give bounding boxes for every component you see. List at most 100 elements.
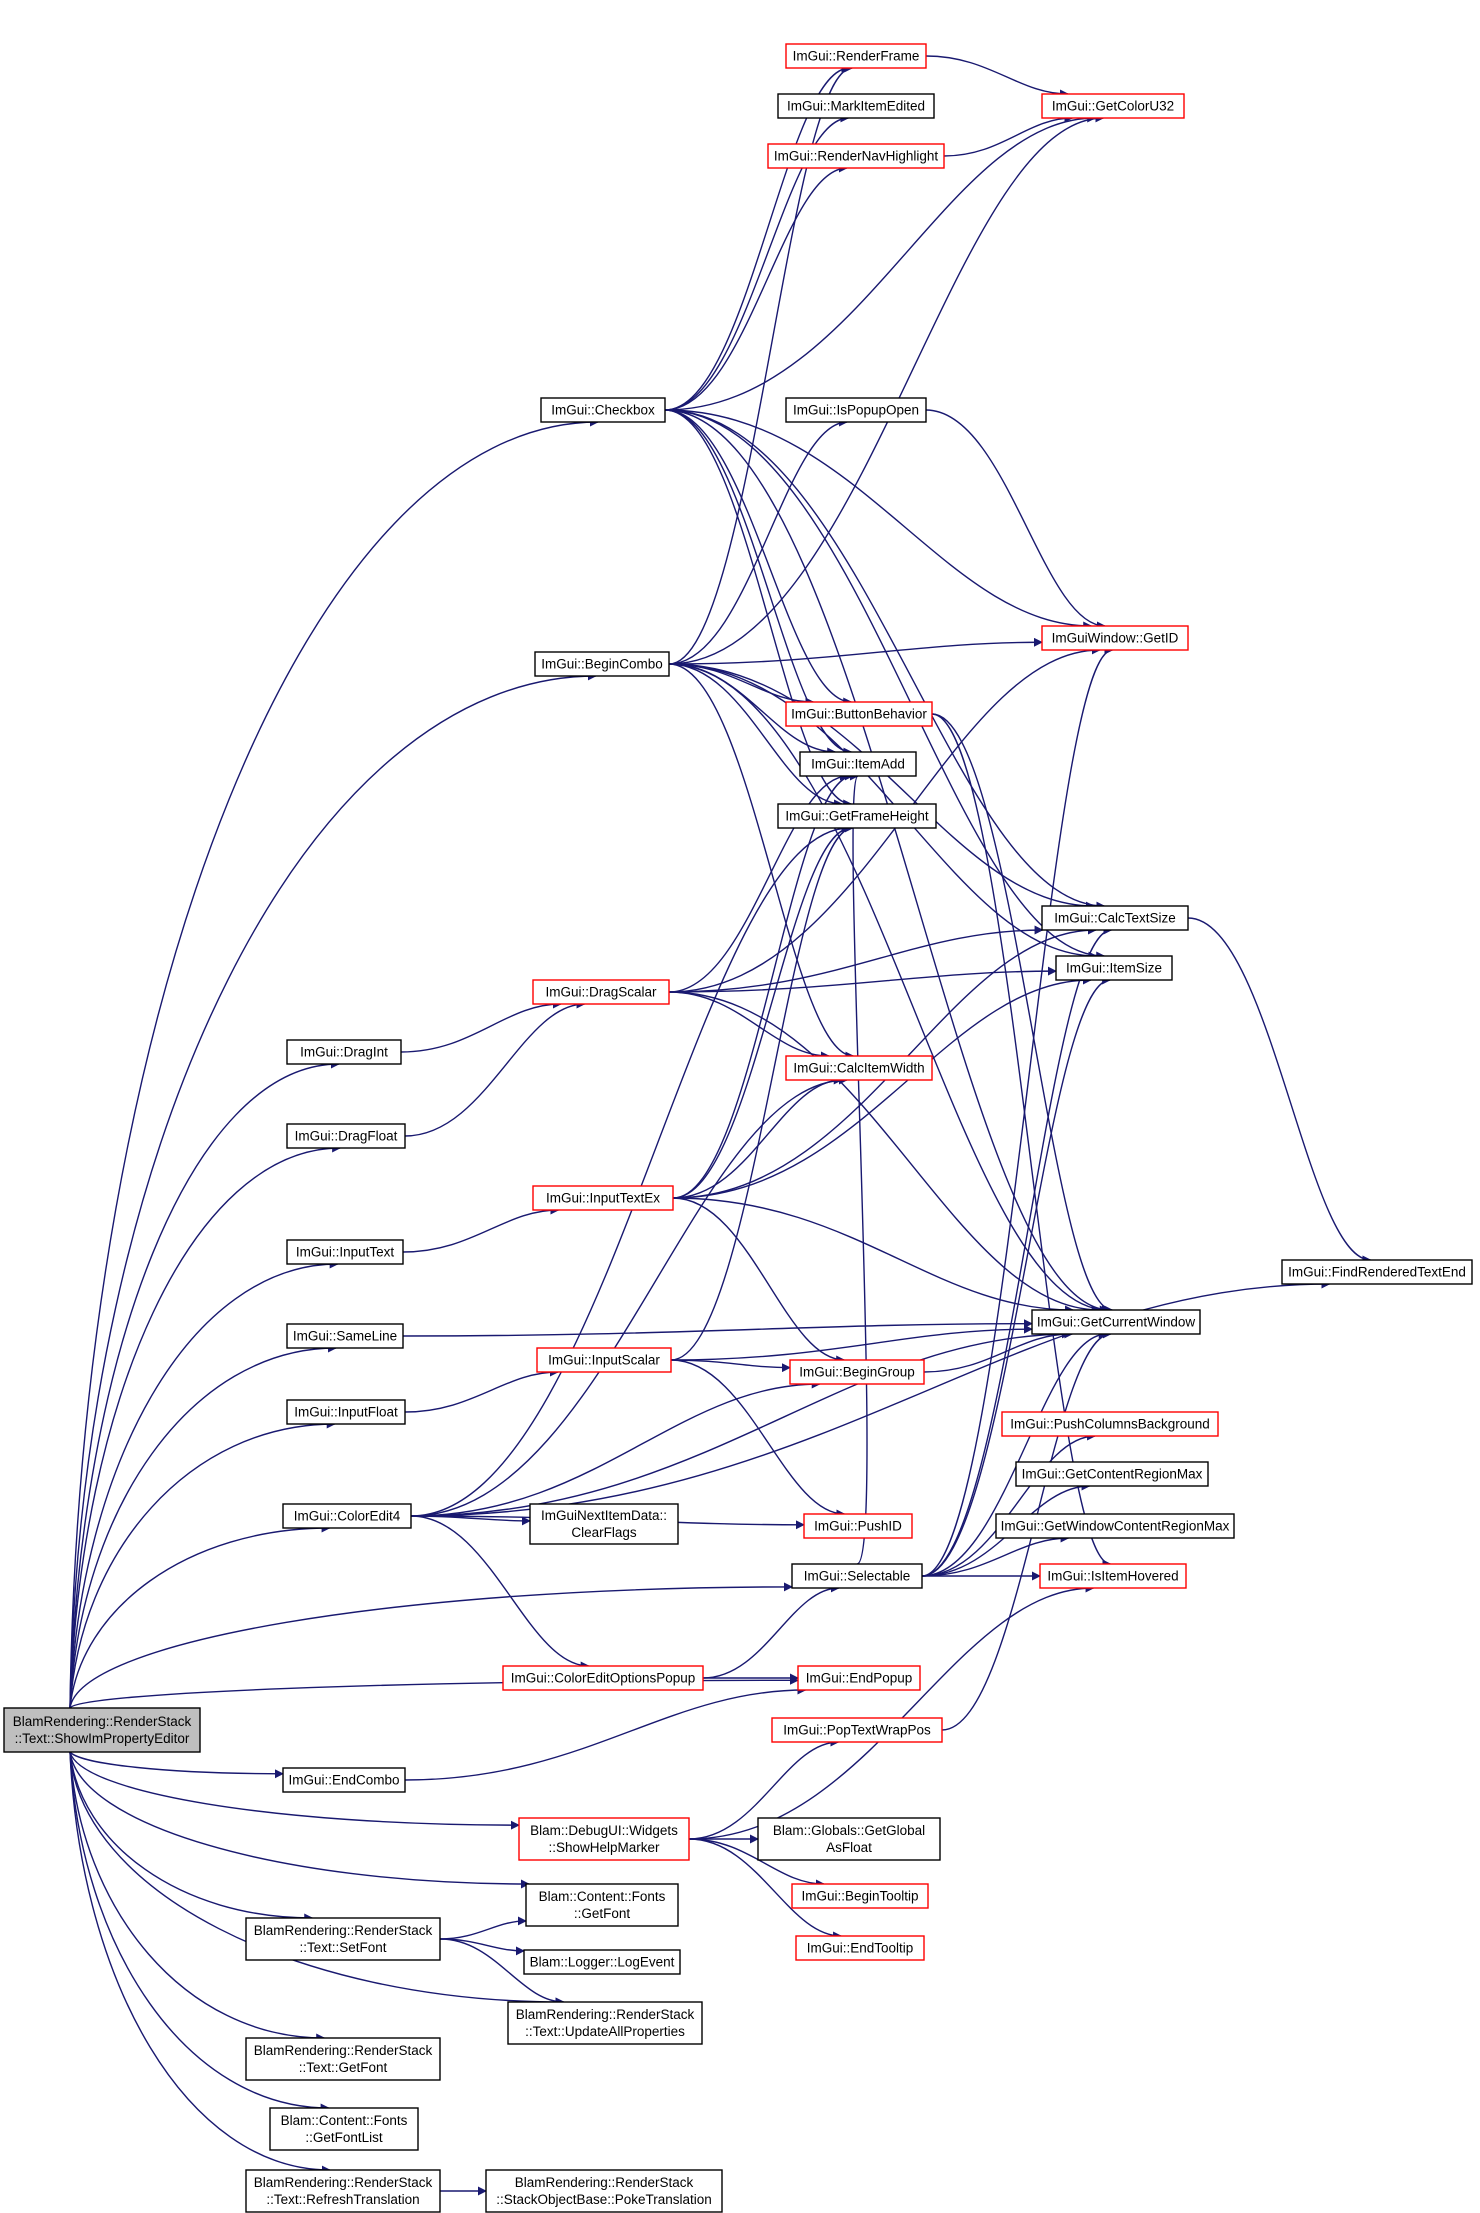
node-box-dragint[interactable] — [286, 1039, 402, 1065]
node-box-getfontlist[interactable] — [269, 2107, 419, 2151]
node-box-pushid[interactable] — [803, 1513, 913, 1539]
node-box-rendernavhighlight[interactable] — [767, 143, 945, 169]
node-poptextwrappos[interactable]: ImGui::PopTextWrapPos — [771, 1717, 943, 1743]
node-box-updateallproperties[interactable] — [507, 2001, 703, 2045]
node-box-calcitemwidth[interactable] — [785, 1055, 933, 1081]
node-buttonbehavior[interactable]: ImGui::ButtonBehavior — [785, 701, 933, 727]
node-box-itemsize[interactable] — [1055, 955, 1173, 981]
node-pushid[interactable]: ImGui::PushID — [803, 1513, 913, 1539]
node-box-begintooltip[interactable] — [791, 1883, 929, 1909]
node-box-getframeheight[interactable] — [777, 803, 937, 829]
node-inputtextex[interactable]: ImGui::InputTextEx — [532, 1185, 674, 1211]
node-box-ispopupopen[interactable] — [785, 397, 927, 423]
node-root[interactable]: BlamRendering::RenderStack::Text::ShowIm… — [3, 1707, 201, 1753]
node-inputfloat[interactable]: ImGui::InputFloat — [286, 1399, 406, 1425]
node-box-inputtext[interactable] — [286, 1239, 404, 1265]
node-getfontlist[interactable]: Blam::Content::Fonts::GetFontList — [269, 2107, 419, 2151]
node-calcitemwidth[interactable]: ImGui::CalcItemWidth — [785, 1055, 933, 1081]
node-pushcolumnsbackground[interactable]: ImGui::PushColumnsBackground — [1001, 1411, 1219, 1437]
node-box-endpopup[interactable] — [797, 1665, 921, 1691]
node-checkbox[interactable]: ImGui::Checkbox — [540, 397, 666, 423]
node-box-setfont[interactable] — [245, 1917, 441, 1961]
node-markitemedited[interactable]: ImGui::MarkItemEdited — [777, 93, 935, 119]
node-box-poketranslation[interactable] — [485, 2169, 723, 2213]
node-box-begincombo[interactable] — [534, 651, 670, 677]
node-box-coloredit4[interactable] — [282, 1503, 412, 1529]
node-getcoloru32[interactable]: ImGui::GetColorU32 — [1041, 93, 1185, 119]
node-getcurrentwindow[interactable]: ImGui::GetCurrentWindow — [1031, 1309, 1201, 1335]
node-begincombo[interactable]: ImGui::BeginCombo — [534, 651, 670, 677]
node-findrenderedtextend[interactable]: ImGui::FindRenderedTextEnd — [1281, 1259, 1473, 1285]
node-box-poptextwrappos[interactable] — [771, 1717, 943, 1743]
node-box-buttonbehavior[interactable] — [785, 701, 933, 727]
node-box-dragscalar[interactable] — [532, 979, 670, 1005]
node-poketranslation[interactable]: BlamRendering::RenderStack::StackObjectB… — [485, 2169, 723, 2213]
node-coloreditoptionspopup[interactable]: ImGui::ColorEditOptionsPopup — [502, 1665, 704, 1691]
node-box-clearflags[interactable] — [529, 1503, 679, 1545]
node-getfont_rs[interactable]: BlamRendering::RenderStack::Text::GetFon… — [245, 2037, 441, 2081]
node-box-calctextsize[interactable] — [1041, 905, 1189, 931]
node-box-getglobalasfloat[interactable] — [757, 1817, 941, 1861]
node-box-logevent[interactable] — [523, 1949, 681, 1975]
node-box-endcombo[interactable] — [282, 1767, 406, 1793]
node-box-getwindowcontentregionmax[interactable] — [995, 1513, 1235, 1539]
node-box-showhelpmarker[interactable] — [518, 1817, 690, 1861]
node-inputscalar[interactable]: ImGui::InputScalar — [536, 1347, 672, 1373]
node-box-pushcolumnsbackground[interactable] — [1001, 1411, 1219, 1437]
node-box-checkbox[interactable] — [540, 397, 666, 423]
node-box-findrenderedtextend[interactable] — [1281, 1259, 1473, 1285]
node-box-begingroup[interactable] — [789, 1359, 925, 1385]
node-rendernavhighlight[interactable]: ImGui::RenderNavHighlight — [767, 143, 945, 169]
node-getwindowcontentregionmax[interactable]: ImGui::GetWindowContentRegionMax — [995, 1513, 1235, 1539]
node-getframeheight[interactable]: ImGui::GetFrameHeight — [777, 803, 937, 829]
node-dragfloat[interactable]: ImGui::DragFloat — [286, 1123, 406, 1149]
node-ispopupopen[interactable]: ImGui::IsPopupOpen — [785, 397, 927, 423]
node-box-renderframe[interactable] — [785, 43, 927, 69]
node-box-getid[interactable] — [1041, 625, 1189, 651]
node-box-dragfloat[interactable] — [286, 1123, 406, 1149]
node-box-getcontentregionmax[interactable] — [1015, 1461, 1209, 1487]
node-renderframe[interactable]: ImGui::RenderFrame — [785, 43, 927, 69]
node-endcombo[interactable]: ImGui::EndCombo — [282, 1767, 406, 1793]
node-box-endtooltip[interactable] — [795, 1935, 925, 1961]
node-getid[interactable]: ImGuiWindow::GetID — [1041, 625, 1189, 651]
node-showhelpmarker[interactable]: Blam::DebugUI::Widgets::ShowHelpMarker — [518, 1817, 690, 1861]
node-sameline[interactable]: ImGui::SameLine — [286, 1323, 404, 1349]
node-coloredit4[interactable]: ImGui::ColorEdit4 — [282, 1503, 412, 1529]
node-box-root[interactable] — [3, 1707, 201, 1753]
node-box-sameline[interactable] — [286, 1323, 404, 1349]
node-box-itemadd[interactable] — [799, 751, 917, 777]
node-box-refreshtranslation[interactable] — [245, 2169, 441, 2213]
node-box-markitemedited[interactable] — [777, 93, 935, 119]
node-logevent[interactable]: Blam::Logger::LogEvent — [523, 1949, 681, 1975]
node-box-isitemhovered[interactable] — [1039, 1563, 1187, 1589]
node-refreshtranslation[interactable]: BlamRendering::RenderStack::Text::Refres… — [245, 2169, 441, 2213]
node-getfont_content[interactable]: Blam::Content::Fonts::GetFont — [525, 1883, 679, 1927]
node-box-selectable[interactable] — [791, 1563, 923, 1589]
node-setfont[interactable]: BlamRendering::RenderStack::Text::SetFon… — [245, 1917, 441, 1961]
node-box-getfont_content[interactable] — [525, 1883, 679, 1927]
node-itemsize[interactable]: ImGui::ItemSize — [1055, 955, 1173, 981]
node-box-inputtextex[interactable] — [532, 1185, 674, 1211]
node-begingroup[interactable]: ImGui::BeginGroup — [789, 1359, 925, 1385]
node-box-getcurrentwindow[interactable] — [1031, 1309, 1201, 1335]
node-calctextsize[interactable]: ImGui::CalcTextSize — [1041, 905, 1189, 931]
node-isitemhovered[interactable]: ImGui::IsItemHovered — [1039, 1563, 1187, 1589]
node-itemadd[interactable]: ImGui::ItemAdd — [799, 751, 917, 777]
node-inputtext[interactable]: ImGui::InputText — [286, 1239, 404, 1265]
node-selectable[interactable]: ImGui::Selectable — [791, 1563, 923, 1589]
node-endpopup[interactable]: ImGui::EndPopup — [797, 1665, 921, 1691]
node-begintooltip[interactable]: ImGui::BeginTooltip — [791, 1883, 929, 1909]
node-dragscalar[interactable]: ImGui::DragScalar — [532, 979, 670, 1005]
node-clearflags[interactable]: ImGuiNextItemData::ClearFlags — [529, 1503, 679, 1545]
node-box-getfont_rs[interactable] — [245, 2037, 441, 2081]
node-box-coloreditoptionspopup[interactable] — [502, 1665, 704, 1691]
node-updateallproperties[interactable]: BlamRendering::RenderStack::Text::Update… — [507, 2001, 703, 2045]
node-box-inputfloat[interactable] — [286, 1399, 406, 1425]
node-dragint[interactable]: ImGui::DragInt — [286, 1039, 402, 1065]
node-box-inputscalar[interactable] — [536, 1347, 672, 1373]
node-box-getcoloru32[interactable] — [1041, 93, 1185, 119]
node-getcontentregionmax[interactable]: ImGui::GetContentRegionMax — [1015, 1461, 1209, 1487]
node-endtooltip[interactable]: ImGui::EndTooltip — [795, 1935, 925, 1961]
